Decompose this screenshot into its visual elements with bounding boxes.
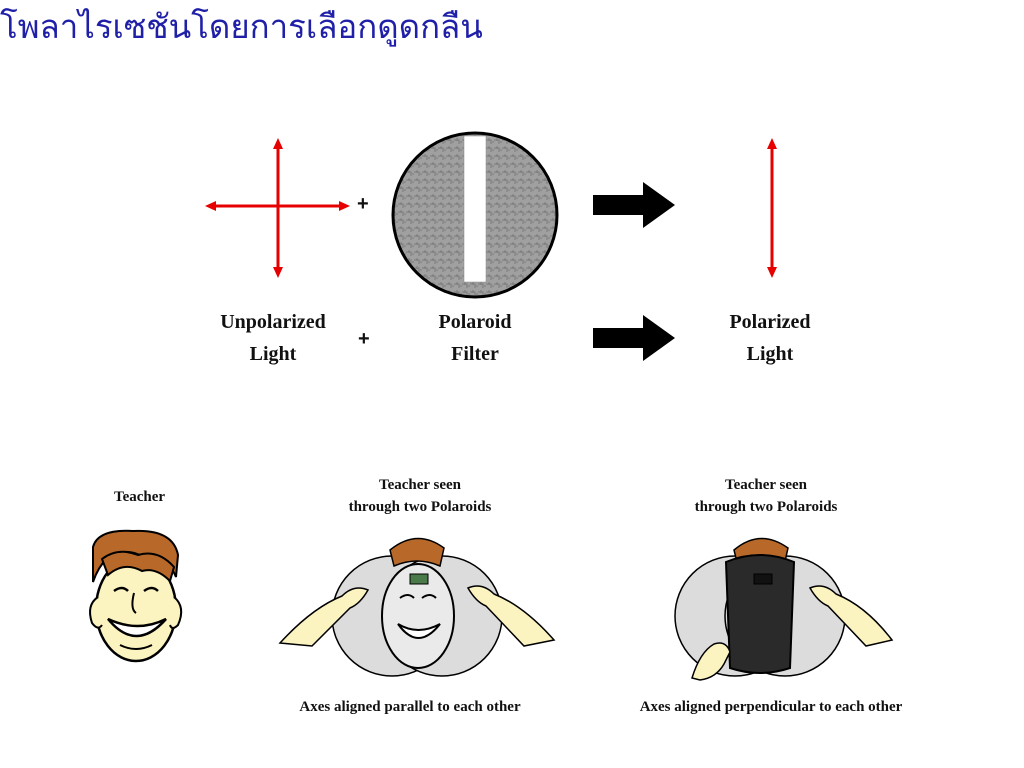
perpendicular-caption: Teacher seen through two Polaroids [694,477,838,515]
perpendicular-axes-label: Axes aligned perpendicular to each other [639,699,903,715]
parallel-caption: Teacher seen through two Polaroids [348,477,492,515]
perpendicular-polaroids-illustration [674,537,894,681]
polarized-light-label: Polarized Light [729,311,811,365]
unpolarized-light-label: Unpolarized Light [220,311,326,365]
slide-title: โพลาไรเซชันโดยการเลือกดูดกลืน [0,7,483,46]
unpolarized-light-rays [205,138,350,278]
teacher-face-illustration [89,529,183,663]
arrow-bottom [593,315,675,361]
parallel-axes-label: Axes aligned parallel to each other [299,699,521,715]
teacher-label: Teacher [113,489,166,505]
arrow-top [593,182,675,228]
polarized-light-ray [767,138,777,278]
plus-sign-top: + [357,193,369,215]
parallel-polaroids-illustration [278,537,556,677]
plus-sign-bottom: + [358,328,370,350]
polaroid-filter-disk [391,131,559,299]
polaroid-filter-label: Polaroid Filter [438,311,512,365]
